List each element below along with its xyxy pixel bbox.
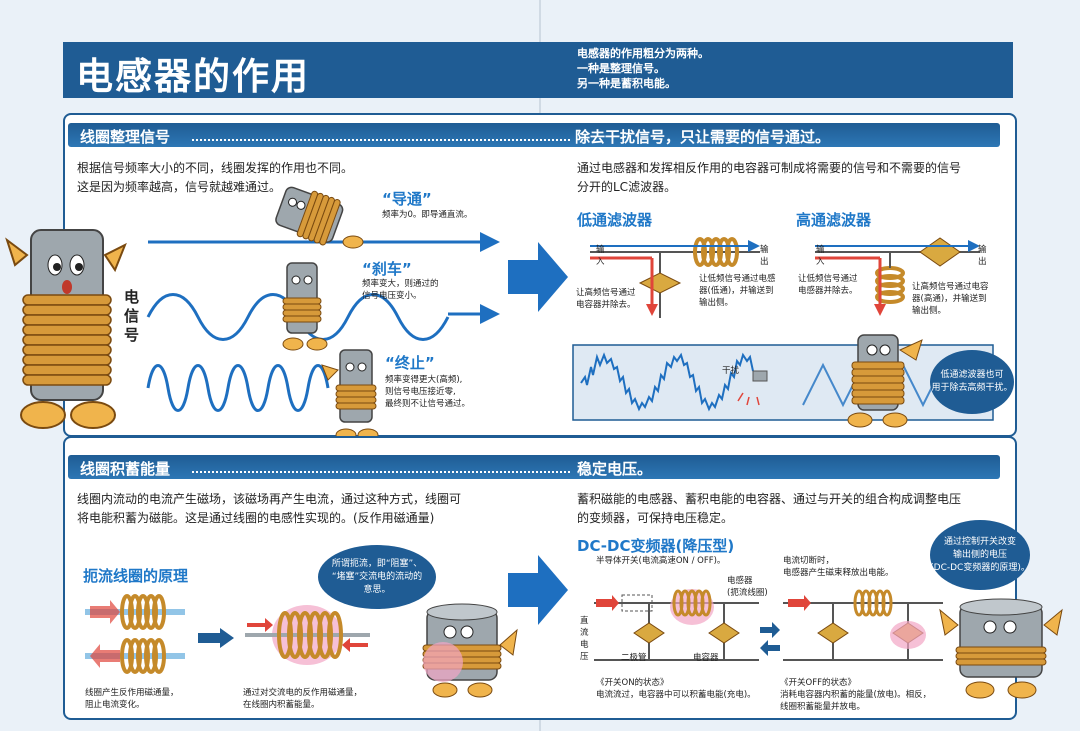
choke-caption-1: 线圈产生反作用磁通量，阻止电流变化。 xyxy=(85,688,179,710)
high-frequency-wave xyxy=(146,364,330,412)
noise-filter-wave xyxy=(572,344,994,421)
lowpass-input: 输入 xyxy=(596,245,605,267)
highpass-note-right: 让高频信号通过电容器(高通)，并输送到输出侧。 xyxy=(912,282,989,316)
mascot-conduct xyxy=(275,186,364,249)
section2-header xyxy=(68,455,1000,479)
on-state-text: 《开关ON的状态》电流流过，电容器中可以积蓄电能(充电)。 xyxy=(596,678,756,700)
choke-coils-diagram xyxy=(85,594,185,674)
section2-right-text: 蓄积磁能的电感器、蓄积电能的电容器、通过与开关的组合构成调整电压 的变频器，可保… xyxy=(577,492,962,525)
mascot-stop xyxy=(321,349,379,442)
switch-note: 半导体开关(电流高速ON / OFF)。 xyxy=(596,556,726,566)
section2-right-title: 稳定电压。 xyxy=(577,460,653,478)
dotted-leader-2 xyxy=(192,471,570,473)
diode-label: 二极管 xyxy=(621,653,647,663)
section1-header xyxy=(68,123,1000,147)
summary-text: 电感器的作用粗分为两种。 一种是整理信号。 另一种是蓄积电能。 xyxy=(577,47,709,90)
lowpass-title: 低通滤波器 xyxy=(577,211,653,229)
highpass-diagram xyxy=(815,237,980,316)
choke-arrow xyxy=(198,628,234,648)
section1-left-title: 线圈整理信号 xyxy=(80,128,171,146)
mascot-brake xyxy=(282,262,328,351)
noise-label: 干扰 xyxy=(722,366,740,376)
state-conduct-label: “导通” xyxy=(382,190,432,208)
state-brake-desc: 频率变大，则通过的信号电压变小。 xyxy=(362,279,439,301)
state-brake-label: “刹车” xyxy=(362,260,412,278)
title-banner xyxy=(63,42,1013,98)
signal-label: 电 信 号 xyxy=(124,288,140,344)
dc-voltage-label: 直流电压 xyxy=(580,616,589,662)
highpass-title: 高通滤波器 xyxy=(796,211,872,229)
section1-right-title: 除去干扰信号，只让需要的信号通过。 xyxy=(575,128,831,146)
mascot-choke xyxy=(422,603,518,698)
mascot-dcdc xyxy=(939,598,1063,699)
section1-right-text: 通过电感器和发挥相反作用的电容器可制成将需要的信号和不需要的信号 分开的LC滤波… xyxy=(577,161,962,194)
transition-arrow-2 xyxy=(508,555,568,625)
off-state-text: 《开关OFF的状态》消耗电容器内积蓄的能量(放电)。相反，线圈积蓄能量并放电。 xyxy=(780,678,932,712)
choke-bubble: 所谓扼流，即“阻塞”、“堵塞”交流电的流动的意思。 xyxy=(318,545,436,609)
noise-bubble: 低通滤波器也可用于除去高频干扰。 xyxy=(930,350,1014,414)
state-conduct-desc: 频率为0。即导通直流。 xyxy=(382,210,473,220)
highpass-note-left: 让低频信号通过电感器并除去。 xyxy=(798,274,858,296)
choke-title: 扼流线圈的原理 xyxy=(83,567,189,585)
choke-ac-coil xyxy=(245,605,370,665)
dcdc-off-diagram xyxy=(783,589,943,661)
choke-caption-2: 通过对交流电的反作用磁通量，在线圈内积蓄能量。 xyxy=(243,688,363,710)
dcdc-on-diagram xyxy=(594,589,759,661)
highpass-input: 输入 xyxy=(816,245,825,267)
section2-left-text: 线圈内流动的电流产生磁场，该磁场再产生电流，通过这种方式，线圈可 将电能积蓄为磁… xyxy=(77,492,462,525)
dcdc-title: DC-DC变频器(降压型) xyxy=(577,537,735,555)
mascot-filter xyxy=(847,334,923,428)
state-stop-label: “终止” xyxy=(385,354,435,372)
lowpass-note-left: 让高频信号通过电容器并除去。 xyxy=(576,288,636,310)
section1-left-text: 根据信号频率大小的不同，线圈发挥的作用也不同。 这是因为频率越高，信号就越难通过… xyxy=(77,161,354,194)
state-stop-desc: 频率变得更大(高频),则信号电压接近零,最终则不让信号通过。 xyxy=(385,375,471,409)
cut-note: 电流切断时，电感器产生磁束释放出电能。 xyxy=(783,556,894,578)
page-title: 电感器的作用 xyxy=(76,55,310,98)
dcdc-bubble: 通过控制开关改变输出侧的电压(DC-DC变频器的原理)。 xyxy=(930,520,1030,590)
lowpass-diagram xyxy=(590,237,760,318)
highpass-output: 输出 xyxy=(978,245,987,267)
on-off-arrows xyxy=(760,622,780,656)
lowpass-note-right: 让低频信号通过电感器(低通)，并输送到输出侧。 xyxy=(699,274,776,308)
mascot-big-inductor xyxy=(5,229,127,429)
inductor-note: 电感器(扼流线圈) xyxy=(727,576,768,598)
transition-arrow-1 xyxy=(508,242,568,312)
lowpass-output: 输出 xyxy=(760,245,769,267)
dotted-leader xyxy=(192,139,570,141)
capacitor-label: 电容器 xyxy=(693,653,719,663)
section2-left-title: 线圈积蓄能量 xyxy=(80,460,171,478)
